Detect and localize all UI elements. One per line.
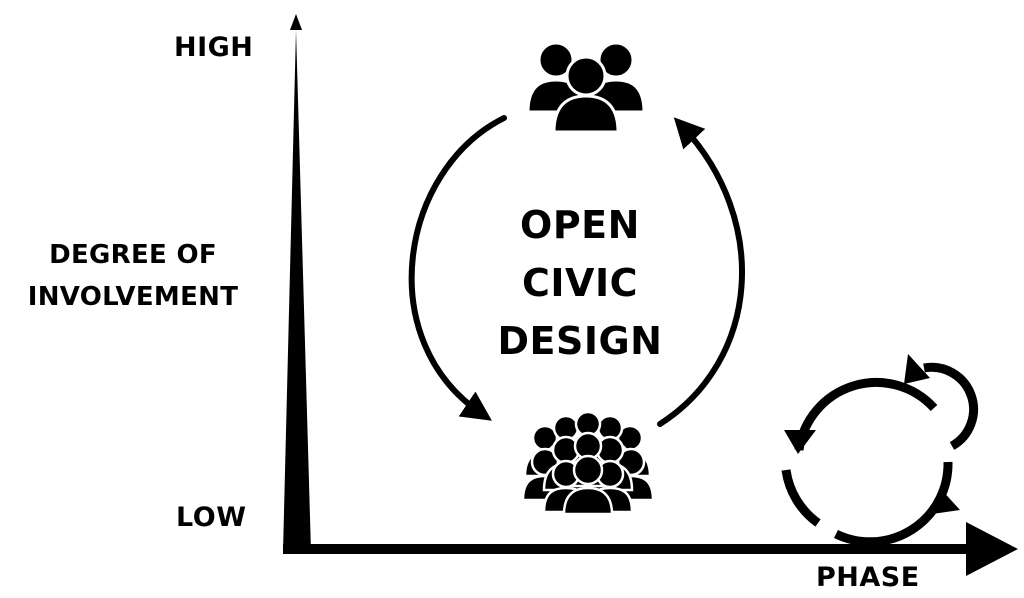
- center-title-line-1: OPEN: [520, 203, 640, 247]
- arrow-up-right: [657, 117, 745, 427]
- iterative-cycle-icon: [781, 362, 979, 547]
- x-axis-title: PHASE: [816, 562, 920, 593]
- y-axis-title: DEGREE OF INVOLVEMENT: [0, 234, 266, 318]
- y-axis-low-label: LOW: [176, 502, 247, 533]
- y-axis-high-label: HIGH: [174, 32, 254, 63]
- large-group-icon: [521, 410, 655, 516]
- center-title-line-2: CIVIC: [522, 261, 638, 305]
- arrow-down-left: [408, 115, 507, 421]
- center-title: OPEN CIVIC DESIGN: [470, 196, 690, 370]
- center-title-line-3: DESIGN: [497, 319, 663, 363]
- y-axis-title-line-1: DEGREE OF: [49, 240, 217, 270]
- x-axis: [283, 522, 1018, 576]
- cycle-arrowheads: [784, 354, 960, 514]
- y-axis: [283, 14, 311, 552]
- cycle-arrows: [408, 115, 745, 427]
- small-group-icon: [526, 41, 646, 134]
- y-axis-title-line-2: INVOLVEMENT: [27, 282, 239, 312]
